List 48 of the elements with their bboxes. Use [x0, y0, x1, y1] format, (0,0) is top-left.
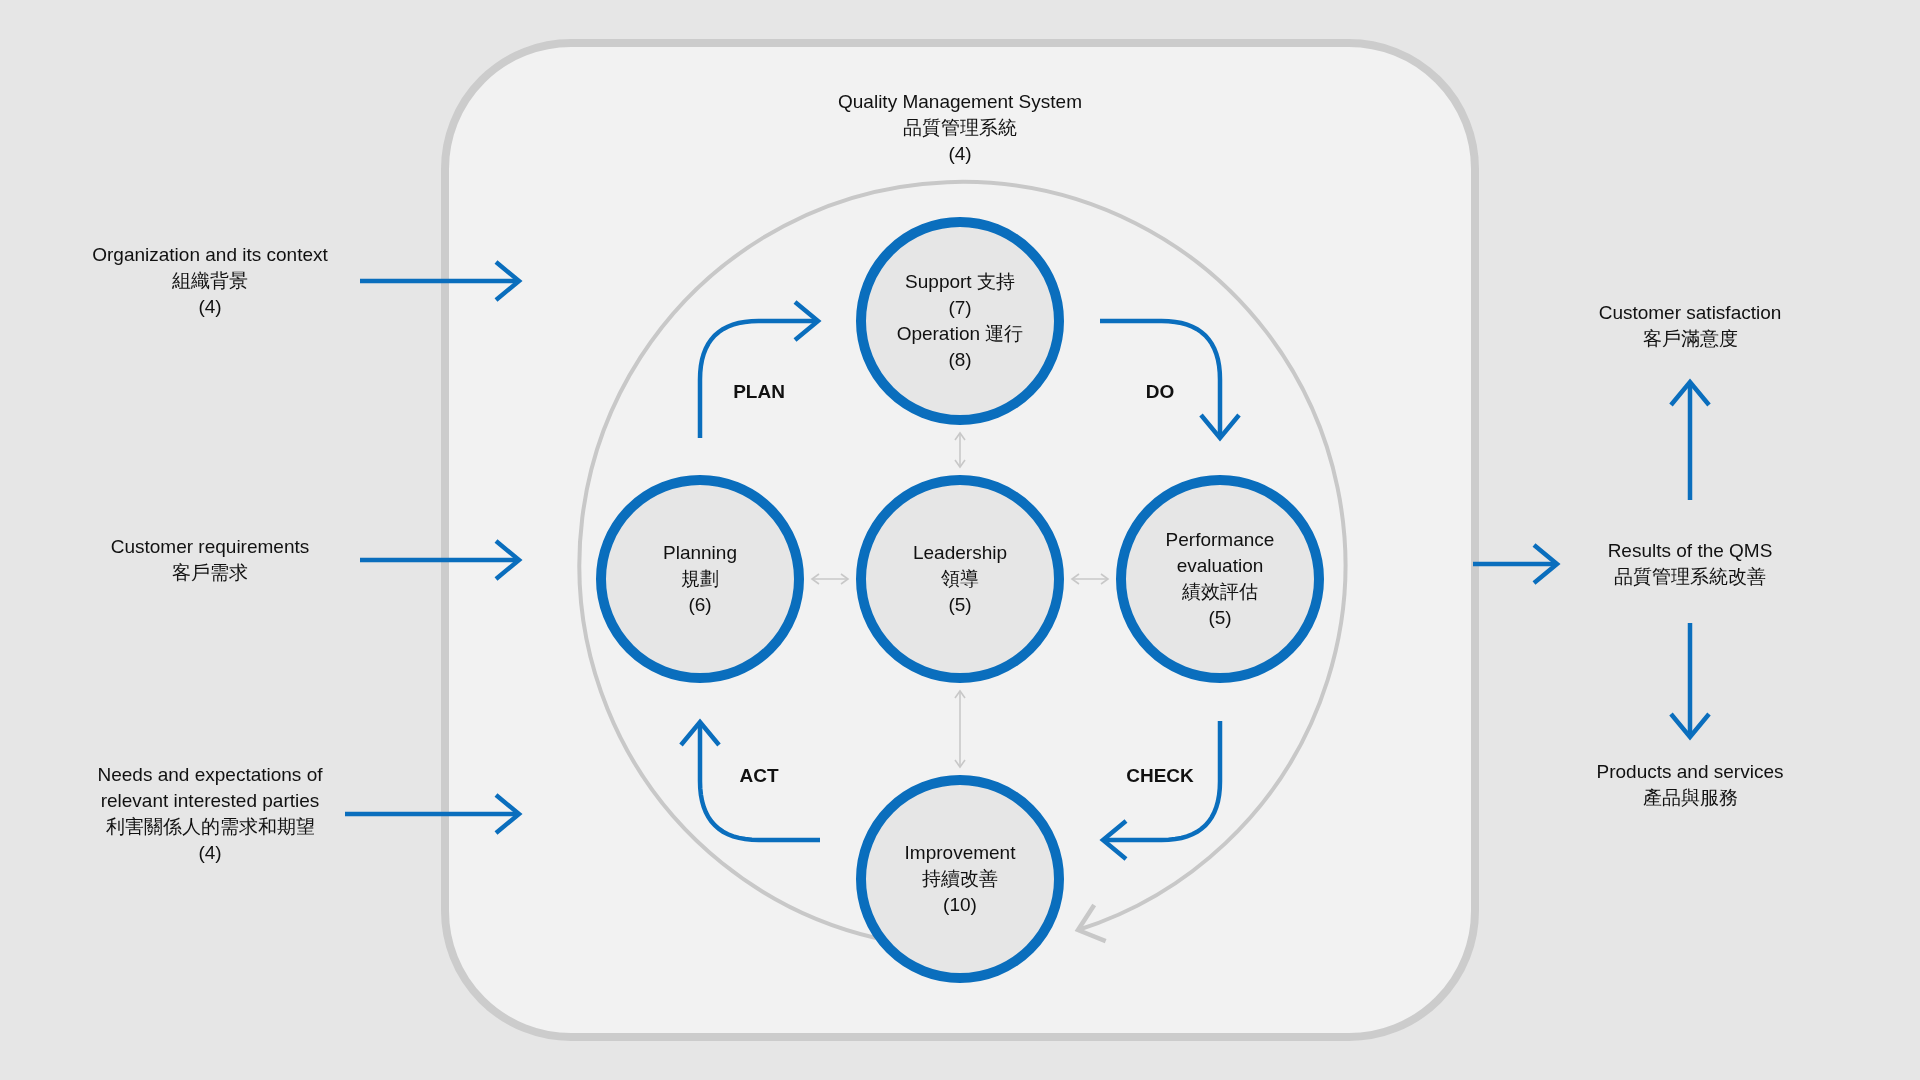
input-output-label: Customer satisfaction [1598, 301, 1782, 325]
circle-label: Support 支持 [905, 270, 1015, 294]
input-output-label: Needs and expectations of relevant interested parties [96, 763, 324, 813]
input-output-label: 產品與服務 [1642, 786, 1738, 810]
input-output-label: Customer requirements [110, 535, 310, 559]
arrow [1668, 623, 1712, 740]
arrow [954, 432, 966, 468]
circle-label: (10) [943, 893, 977, 917]
arrow [954, 690, 966, 768]
circle-label: 領導 [941, 567, 979, 591]
input-output-label: 客戶需求 [172, 561, 248, 585]
arrow [360, 259, 522, 303]
input-output-label: 客戶滿意度 [1642, 327, 1738, 351]
arrow [1100, 318, 1242, 441]
input-output-label: (4) [198, 841, 222, 865]
system-panel [441, 39, 1479, 1041]
circle-label: (7) [948, 296, 972, 320]
circle-label: Planning [663, 541, 737, 565]
panel-heading: (4) [948, 142, 972, 166]
arrow [345, 792, 522, 836]
circle-label: Operation 運行 [896, 322, 1024, 346]
input-output-label: Organization and its context [92, 243, 328, 267]
circle-label: Performance evaluation [1164, 528, 1276, 578]
circle-label: (8) [948, 348, 972, 372]
input-output-label: Products and services [1596, 760, 1784, 784]
input-output-label: 品質管理系統改善 [1614, 565, 1766, 589]
input-output-label: (4) [198, 295, 222, 319]
circle-label: 績效評估 [1182, 580, 1258, 604]
circle-label: (5) [948, 593, 972, 617]
arrow [1100, 721, 1223, 862]
circle-label: 持續改善 [922, 867, 998, 891]
input-output-label: 利害關係人的需求和期望 [105, 815, 315, 839]
arrow [697, 299, 821, 438]
panel-heading: 品質管理系統 [903, 116, 1017, 140]
circle-label: (6) [688, 593, 712, 617]
arrow [1668, 379, 1712, 500]
circle-label: (5) [1208, 606, 1232, 630]
panel-heading: Quality Management System [838, 90, 1082, 114]
arrow [360, 538, 522, 582]
circle-label: Leadership [913, 541, 1007, 565]
arrow [1473, 542, 1560, 586]
arrow [1071, 573, 1109, 585]
input-output-label: Results of the QMS [1607, 539, 1773, 563]
input-output-label: 組織背景 [172, 269, 248, 293]
arrow [678, 719, 820, 843]
arrow [811, 573, 849, 585]
circle-label: 規劃 [681, 567, 719, 591]
circle-label: Improvement [904, 841, 1016, 865]
